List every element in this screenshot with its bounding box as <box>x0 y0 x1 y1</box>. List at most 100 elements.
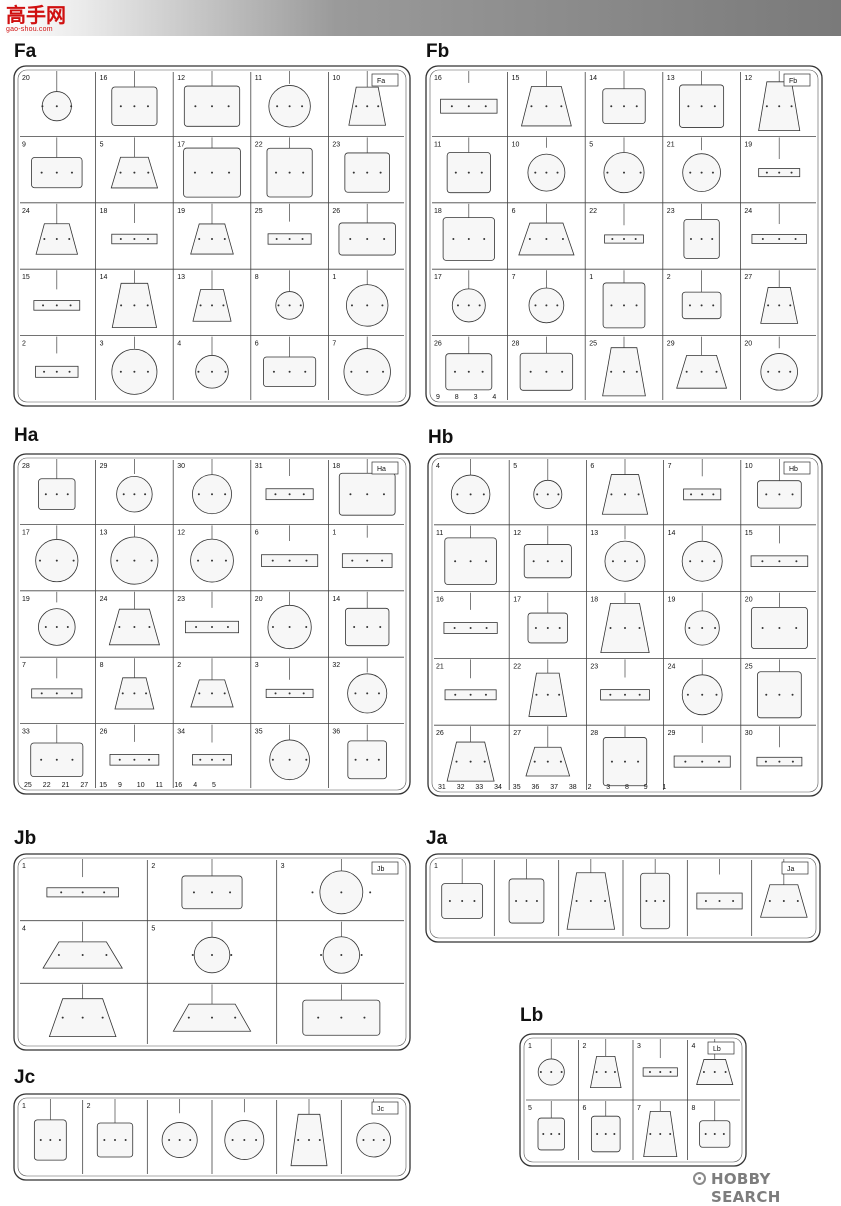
part-detail <box>366 238 369 240</box>
part-detail <box>360 954 363 956</box>
part-detail <box>483 238 486 240</box>
part-number: 11 <box>436 530 443 537</box>
part-detail <box>71 758 74 761</box>
part-detail <box>40 171 43 174</box>
part-detail <box>192 891 195 894</box>
part-detail <box>133 370 136 373</box>
part-number: 17 <box>177 141 185 148</box>
sprue-inner-frame <box>523 1037 743 1163</box>
part-number: 7 <box>332 341 336 348</box>
part-detail <box>534 627 537 629</box>
part-detail <box>624 493 626 496</box>
part-detail <box>211 758 213 761</box>
part-detail <box>635 304 638 307</box>
part-detail <box>119 105 122 108</box>
part-detail <box>349 493 352 496</box>
part-number: 8 <box>625 784 629 791</box>
sprue-tag-text: Ha <box>377 466 386 473</box>
part-detail <box>795 627 798 629</box>
part-number: 19 <box>668 597 676 604</box>
part-detail <box>381 304 384 307</box>
part-detail <box>101 1016 104 1019</box>
part-detail <box>561 370 564 373</box>
part-number: 24 <box>668 663 676 670</box>
part-detail <box>119 370 122 373</box>
sprue-tag <box>371 461 399 475</box>
part-detail <box>133 238 136 240</box>
part-detail <box>654 900 657 902</box>
part-detail <box>211 692 213 695</box>
part-detail <box>480 171 483 174</box>
part-detail <box>533 760 536 763</box>
part-number: 17 <box>22 529 30 536</box>
part-detail <box>669 1133 672 1135</box>
part-number: 3 <box>281 863 285 870</box>
sprue-outer-frame <box>13 453 411 795</box>
sprue-inner-frame <box>17 857 407 1047</box>
part-detail <box>623 370 625 373</box>
part-detail <box>133 304 136 307</box>
logo-subtext: gao-shou.com <box>6 26 53 33</box>
part-detail <box>530 105 533 108</box>
part-detail <box>297 1139 300 1141</box>
part-detail <box>467 370 470 373</box>
part-detail <box>559 760 562 763</box>
part-detail <box>211 171 213 174</box>
part-number: 37 <box>550 784 558 791</box>
part-detail <box>701 693 704 696</box>
sprue-inner-frame <box>17 1097 407 1177</box>
part-number: 22 <box>43 782 51 789</box>
part-detail <box>211 304 213 307</box>
part-detail <box>478 304 481 307</box>
part-detail <box>148 758 151 761</box>
part-number: 33 <box>22 729 30 736</box>
part-detail <box>305 559 308 562</box>
part-number: 12 <box>177 529 185 536</box>
part-detail <box>690 493 693 496</box>
part-detail <box>714 627 717 629</box>
part-detail <box>545 105 548 108</box>
part-detail <box>105 954 108 956</box>
part-detail <box>362 1139 365 1141</box>
part-detail <box>352 171 355 174</box>
part-detail <box>635 370 638 373</box>
part-detail <box>146 370 149 373</box>
part-number: 2 <box>667 274 671 281</box>
part-detail <box>211 954 213 956</box>
sprue-inner-frame <box>429 69 819 403</box>
part-detail <box>277 304 280 307</box>
part-detail <box>224 370 227 373</box>
part-detail <box>623 238 625 240</box>
part-detail <box>81 891 84 894</box>
part-detail <box>700 304 703 307</box>
part-number: 1 <box>332 529 336 536</box>
part-detail <box>596 1133 599 1135</box>
part-detail <box>223 238 226 240</box>
part-detail <box>68 238 71 240</box>
part-number: 29 <box>100 463 108 470</box>
part-detail <box>197 493 200 496</box>
sprue-tag-text: Ja <box>787 866 795 873</box>
part-detail <box>456 493 459 496</box>
part-detail <box>271 758 274 761</box>
part-detail <box>634 238 637 240</box>
part-detail <box>355 105 358 108</box>
part-number: 23 <box>590 663 598 670</box>
part-detail <box>765 693 768 696</box>
part-detail <box>610 370 613 373</box>
part-number: 15 <box>512 75 520 82</box>
part-detail <box>539 1071 542 1073</box>
part-detail <box>700 370 703 373</box>
part-number: 27 <box>744 274 752 281</box>
part-number: 20 <box>744 341 752 348</box>
site-logo[interactable]: 高手网 gao-shou.com <box>6 4 72 36</box>
part-detail <box>222 304 225 307</box>
part-number: 29 <box>667 341 675 348</box>
part-detail <box>133 171 136 174</box>
part-number: 13 <box>177 274 185 281</box>
part-detail <box>648 1071 651 1073</box>
part-detail <box>55 304 58 307</box>
part-detail <box>761 627 764 629</box>
part-detail <box>55 238 58 240</box>
